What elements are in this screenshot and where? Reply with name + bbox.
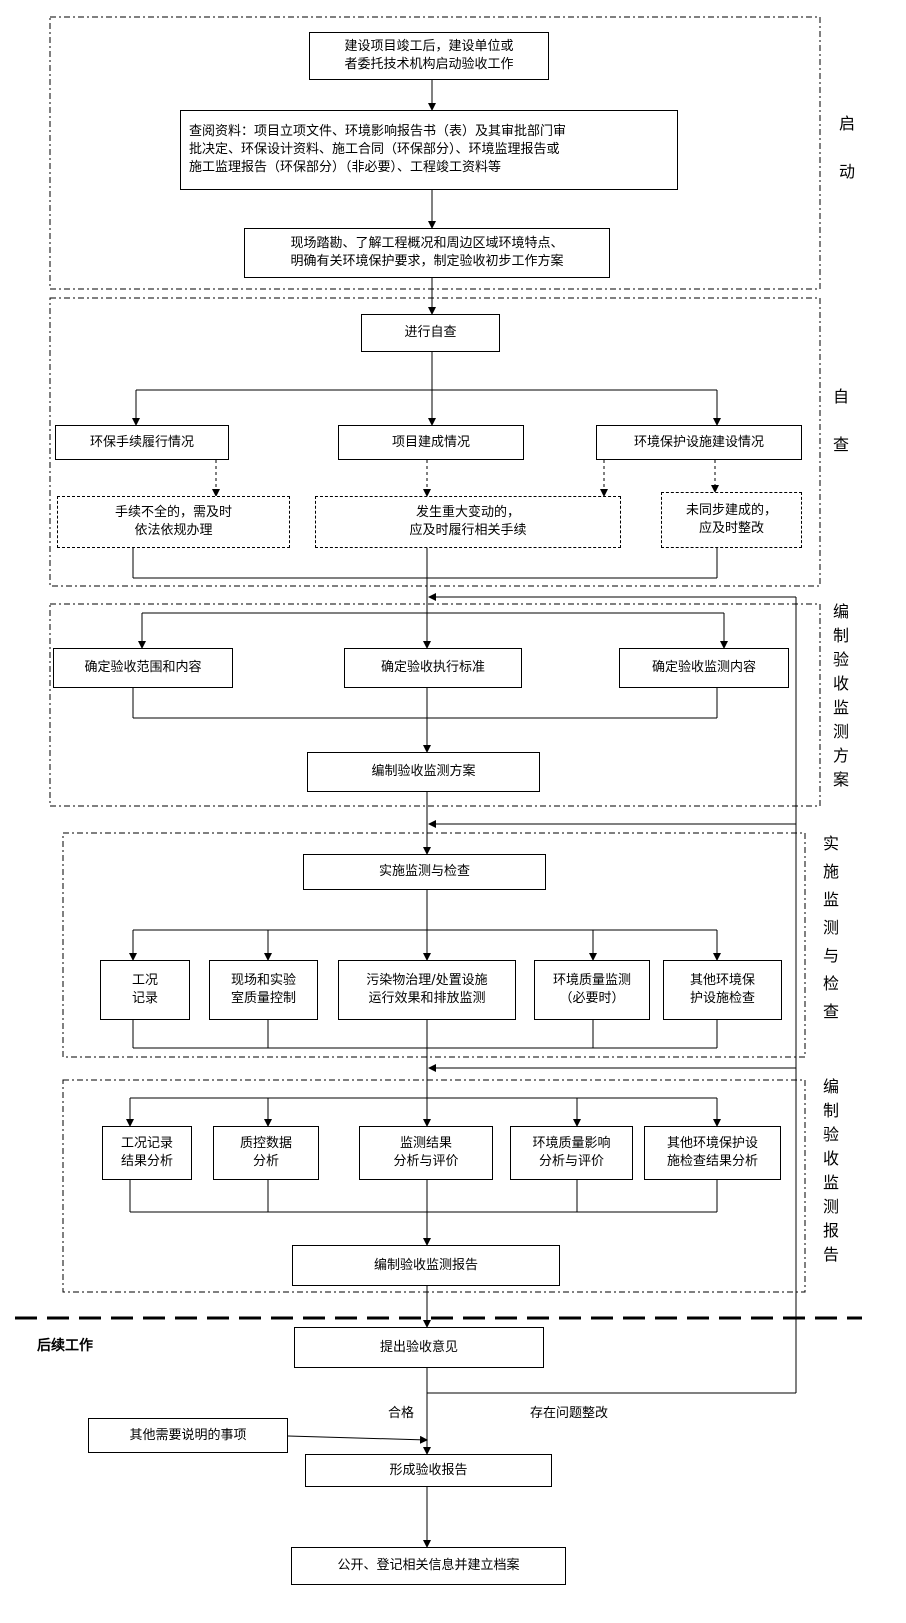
monitor-plan-box: 编制验收监测方案 xyxy=(307,752,540,792)
stage-frame-self-check xyxy=(49,297,821,587)
result-analysis-box: 监测结果 分析与评价 xyxy=(359,1126,493,1180)
review-documents-box: 查阅资料：项目立项文件、环境影响报告书（表）及其审批部门审 批决定、环保设计资料… xyxy=(180,110,678,190)
start-acceptance-box: 建设项目竣工后，建设单位或 者委托技术机构启动验收工作 xyxy=(309,32,549,80)
monitor-report-box: 编制验收监测报告 xyxy=(292,1245,560,1286)
quality-control-box: 现场和实验 室质量控制 xyxy=(209,960,318,1020)
stage-frame-implement xyxy=(62,832,806,1058)
construction-status-box: 项目建成情况 xyxy=(338,425,524,460)
other-matters-box: 其他需要说明的事项 xyxy=(88,1418,288,1453)
pass-label: 合格 xyxy=(388,1406,415,1421)
stage-label-self-check: 自 查 xyxy=(832,387,849,454)
other-facility-analysis-box: 其他环境保护设 施检查结果分析 xyxy=(644,1126,781,1180)
stage-label-start: 启 动 xyxy=(838,114,855,181)
determine-standard-box: 确定验收执行标准 xyxy=(344,648,522,688)
qc-data-analysis-box: 质控数据 分析 xyxy=(213,1126,319,1180)
incomplete-procedure-box: 手续不全的，需及时 依法依规办理 xyxy=(57,496,290,548)
site-survey-box: 现场踏勘、了解工程概况和周边区域环境特点、 明确有关环境保护要求，制定验收初步工… xyxy=(244,228,610,278)
other-facility-check-box: 其他环境保 护设施检查 xyxy=(663,960,782,1020)
env-quality-monitoring-box: 环境质量监测 （必要时） xyxy=(534,960,650,1020)
determine-scope-box: 确定验收范围和内容 xyxy=(53,648,233,688)
stage-label-plan: 编 制 验 收 监 测 方 案 xyxy=(832,602,849,789)
acceptance-opinion-box: 提出验收意见 xyxy=(294,1327,544,1368)
pollutant-monitoring-box: 污染物治理/处置设施 运行效果和排放监测 xyxy=(338,960,516,1020)
working-condition-box: 工况 记录 xyxy=(100,960,190,1020)
condition-analysis-box: 工况记录 结果分析 xyxy=(102,1126,192,1180)
env-impact-analysis-box: 环境质量影响 分析与评价 xyxy=(510,1126,633,1180)
stage-label-report: 编 制 验 收 监 测 报 告 xyxy=(822,1077,839,1264)
determine-monitor-content-box: 确定验收监测内容 xyxy=(619,648,789,688)
facility-status-box: 环境保护设施建设情况 xyxy=(596,425,802,460)
followup-title: 后续工作 xyxy=(37,1338,93,1354)
acceptance-report-box: 形成验收报告 xyxy=(305,1454,552,1487)
stage-frame-start xyxy=(49,16,821,290)
publish-archive-box: 公开、登记相关信息并建立档案 xyxy=(291,1547,566,1585)
self-check-box: 进行自查 xyxy=(361,314,500,352)
not-synchronized-box: 未同步建成的， 应及时整改 xyxy=(661,492,802,548)
stage-frame-plan xyxy=(49,603,821,807)
procedure-status-box: 环保手续履行情况 xyxy=(55,425,229,460)
stage-frame-report xyxy=(62,1079,806,1293)
rectify-label: 存在问题整改 xyxy=(530,1406,609,1421)
major-change-box: 发生重大变动的， 应及时履行相关手续 xyxy=(315,496,621,548)
stage-label-implement: 实 施 监 测 与 检 查 xyxy=(822,834,839,1021)
implement-monitoring-box: 实施监测与检查 xyxy=(303,854,546,890)
